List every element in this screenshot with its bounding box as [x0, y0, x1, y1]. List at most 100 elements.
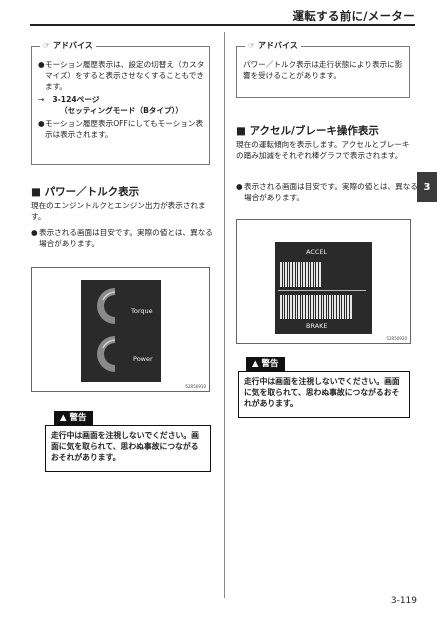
- warning-label-text: 警告: [69, 413, 87, 423]
- advice-item: ● モーション履歴表示OFFにしてもモーション表示は表示されます。: [38, 118, 205, 140]
- section-bullet-power-torque: ● 表示される画面は目安です。実際の値とは、異なる場合があります。: [31, 227, 217, 249]
- page-number: 3-119: [390, 596, 417, 606]
- header-rule: [30, 24, 415, 26]
- brake-bar: [298, 295, 300, 319]
- advice-heading-label: アドバイス: [257, 41, 298, 50]
- accel-bar: [303, 262, 305, 287]
- section-heading-power-torque: ■ パワー／トルク表示: [31, 186, 140, 198]
- brake-bar: [329, 295, 331, 319]
- accel-bar: [298, 262, 300, 287]
- pointing-hand-icon: ☞: [248, 41, 256, 50]
- accel-bar: [316, 262, 318, 287]
- figure-power-torque: Torque Power 52R50910: [31, 267, 210, 392]
- advice-item: ● モーション履歴表示は、設定の切替え（カスタマイズ）をすると表示させなくするこ…: [38, 59, 205, 92]
- brake-bar: [344, 295, 347, 319]
- warning-label-right: ▲ 警告: [246, 357, 285, 371]
- bullet-icon: ●: [31, 228, 38, 237]
- brake-label: BRAKE: [306, 322, 328, 330]
- brake-bar: [285, 295, 287, 319]
- advice-item-text: モーション履歴表示は、設定の切替え（カスタマイズ）をすると表示させなくすることも…: [45, 60, 205, 91]
- warning-label-left: ▲ 警告: [54, 411, 93, 425]
- accel-bar: [295, 262, 298, 287]
- accel-bar: [290, 262, 292, 287]
- section-heading-accel-brake: ■ アクセル/ブレーキ操作表示: [236, 125, 379, 137]
- brake-bar: [287, 295, 290, 319]
- accel-label: ACCEL: [306, 248, 328, 256]
- brake-bar: [339, 295, 342, 319]
- chapter-tab: 3: [417, 172, 437, 202]
- power-gauge-icon: [97, 336, 116, 372]
- bullet-icon: ●: [38, 60, 45, 69]
- brake-bar: [316, 295, 318, 319]
- bullet-text: 表示される画面は目安です。実際の値とは、異なる場合があります。: [244, 182, 418, 202]
- advice-heading: ☞ アドバイス: [245, 40, 301, 52]
- accel-bar-graph: [280, 262, 321, 287]
- brake-bar: [290, 295, 292, 319]
- advice-box-left: ☞ アドバイス ● モーション履歴表示は、設定の切替え（カスタマイズ）をすると表…: [31, 40, 210, 165]
- brake-bar: [313, 295, 316, 319]
- accel-bar: [287, 262, 290, 287]
- page-reference: → 3-124ページ: [38, 94, 205, 105]
- advice-text: パワー／トルク表示は走行状態により表示に影響を受けることがあります。: [243, 60, 403, 80]
- accel-bar: [282, 262, 285, 287]
- section-body-power-torque: 現在のエンジントルクとエンジン出力が表示されます。: [31, 201, 206, 221]
- torque-gauge-icon: [97, 288, 116, 324]
- brake-bar: [321, 295, 324, 319]
- advice-heading-label: アドバイス: [52, 41, 93, 50]
- warning-label-text: 警告: [261, 359, 279, 369]
- brake-bar: [300, 295, 303, 319]
- figure-code: 52R50920: [386, 336, 407, 341]
- accel-bar: [308, 262, 311, 287]
- brake-bar: [280, 295, 282, 319]
- accel-bar: [311, 262, 313, 287]
- brake-bar: [342, 295, 344, 319]
- accel-bar: [300, 262, 303, 287]
- figure-accel-brake: ACCEL BRAKE 52R50920: [236, 219, 411, 344]
- brake-bar: [324, 295, 326, 319]
- accel-bar: [285, 262, 287, 287]
- accel-bar: [292, 262, 295, 287]
- center-axis-line: [278, 290, 366, 291]
- meter-display: ACCEL BRAKE: [275, 242, 372, 334]
- torque-label: Torque: [131, 307, 153, 315]
- section-bullet-accel-brake: ● 表示される画面は目安です。実際の値とは、異なる場合があります。: [236, 181, 418, 203]
- brake-bar: [326, 295, 329, 319]
- column-divider: [224, 32, 225, 598]
- warning-triangle-icon: ▲: [252, 359, 259, 369]
- brake-bar: [334, 295, 337, 319]
- brake-bar: [331, 295, 334, 319]
- bullet-text: 表示される画面は目安です。実際の値とは、異なる場合があります。: [39, 228, 213, 248]
- brake-bar: [311, 295, 313, 319]
- accel-bar: [280, 262, 282, 287]
- page-header-title: 運転する前に/メーター: [292, 9, 415, 23]
- brake-bar: [295, 295, 298, 319]
- brake-bar: [305, 295, 308, 319]
- brake-bar: [347, 295, 350, 319]
- power-label: Power: [133, 355, 153, 363]
- brake-bar: [308, 295, 311, 319]
- advice-item-text: モーション履歴表示OFFにしてもモーション表示は表示されます。: [45, 119, 204, 139]
- brake-bar: [318, 295, 321, 319]
- brake-bar: [292, 295, 295, 319]
- warning-box-right: 走行中は画面を注視しないでください。画面に気を取られて、思わぬ事故につながるおそ…: [238, 371, 410, 418]
- accel-bar: [313, 262, 316, 287]
- warning-box-left: 走行中は画面を注視しないでください。画面に気を取られて、思わぬ事故につながるおそ…: [45, 425, 211, 472]
- figure-code: 52R50910: [185, 384, 206, 389]
- meter-display: Torque Power: [81, 280, 161, 382]
- brake-bar: [350, 295, 352, 319]
- bullet-icon: ●: [38, 119, 45, 128]
- reference-page: 3-124ページ: [52, 95, 100, 104]
- accel-bar: [318, 262, 321, 287]
- advice-heading: ☞ アドバイス: [40, 40, 96, 52]
- section-body-accel-brake: 現在の運転傾向を表示します。アクセルとブレーキの踏み加減をそれぞれ棒グラフで表示…: [236, 140, 410, 160]
- brake-bar: [337, 295, 339, 319]
- brake-bar-graph: [280, 295, 352, 319]
- warning-triangle-icon: ▲: [60, 413, 67, 423]
- torque-power-gauges: [97, 288, 116, 372]
- accel-bar: [305, 262, 308, 287]
- pointing-hand-icon: ☞: [43, 41, 51, 50]
- reference-title: （セッティングモード（Bタイプ））: [60, 106, 184, 115]
- advice-box-right: ☞ アドバイス パワー／トルク表示は走行状態により表示に影響を受けることがありま…: [236, 40, 410, 98]
- bullet-icon: ●: [236, 182, 243, 191]
- arrow-icon: →: [38, 95, 45, 104]
